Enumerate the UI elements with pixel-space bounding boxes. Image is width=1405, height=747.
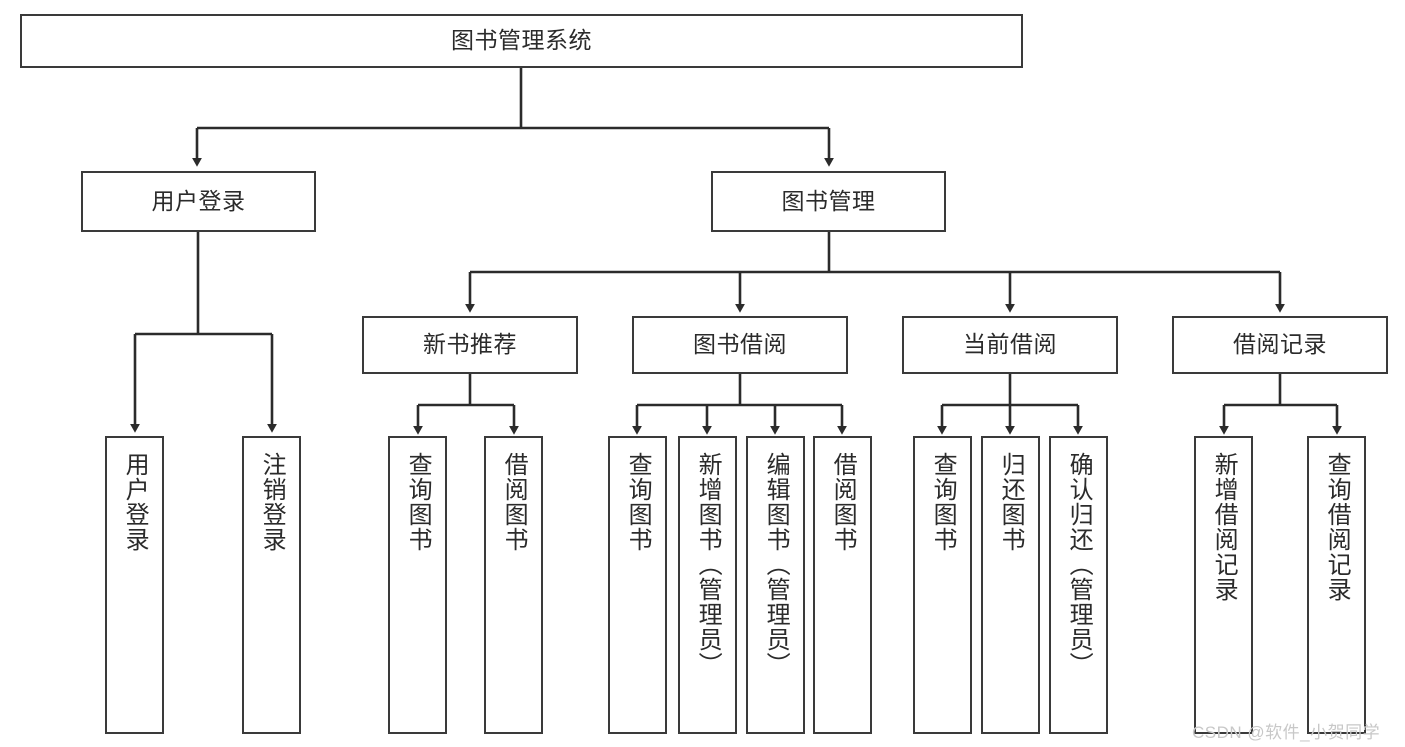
node-leaf-borrow-book-1[interactable]: 借阅图书 [484, 436, 543, 734]
node-leaf-borrow-book-2-label: 借阅图书 [829, 452, 857, 552]
node-leaf-query-book-1-label: 查询图书 [404, 452, 432, 552]
node-current-borrow[interactable]: 当前借阅 [902, 316, 1118, 374]
node-book-borrow[interactable]: 图书借阅 [632, 316, 848, 374]
node-leaf-query-book-3[interactable]: 查询图书 [913, 436, 972, 734]
node-leaf-user-login-label: 用户登录 [121, 452, 149, 552]
csdn-watermark: CSDN @软件_小贺同学 [1192, 723, 1381, 742]
node-leaf-return-book[interactable]: 归还图书 [981, 436, 1040, 734]
node-leaf-user-login[interactable]: 用户登录 [105, 436, 164, 734]
node-leaf-add-book-label: 新增图书（管理员） [694, 452, 722, 677]
node-user-login[interactable]: 用户登录 [81, 171, 316, 232]
node-borrow-record[interactable]: 借阅记录 [1172, 316, 1388, 374]
node-new-book-recommend[interactable]: 新书推荐 [362, 316, 578, 374]
node-leaf-edit-book-label: 编辑图书（管理员） [762, 452, 790, 677]
node-leaf-query-record[interactable]: 查询借阅记录 [1307, 436, 1366, 734]
node-root-system-label: 图书管理系统 [451, 27, 592, 54]
node-book-manage[interactable]: 图书管理 [711, 171, 946, 232]
node-leaf-query-book-2[interactable]: 查询图书 [608, 436, 667, 734]
node-leaf-query-book-1[interactable]: 查询图书 [388, 436, 447, 734]
node-leaf-confirm-return[interactable]: 确认归还（管理员） [1049, 436, 1108, 734]
node-leaf-add-book[interactable]: 新增图书（管理员） [678, 436, 737, 734]
node-leaf-query-book-3-label: 查询图书 [929, 452, 957, 552]
node-leaf-add-record-label: 新增借阅记录 [1210, 452, 1238, 602]
node-leaf-confirm-return-label: 确认归还（管理员） [1065, 452, 1093, 677]
node-current-borrow-label: 当前借阅 [963, 331, 1057, 358]
node-leaf-borrow-book-2[interactable]: 借阅图书 [813, 436, 872, 734]
node-user-login-label: 用户登录 [151, 187, 246, 214]
node-leaf-logout-label: 注销登录 [258, 452, 286, 552]
node-root-system[interactable]: 图书管理系统 [20, 14, 1023, 68]
node-leaf-borrow-book-1-label: 借阅图书 [500, 452, 528, 552]
node-book-borrow-label: 图书借阅 [693, 331, 787, 358]
node-leaf-add-record[interactable]: 新增借阅记录 [1194, 436, 1253, 734]
node-leaf-edit-book[interactable]: 编辑图书（管理员） [746, 436, 805, 734]
node-book-manage-label: 图书管理 [781, 187, 876, 214]
node-new-book-recommend-label: 新书推荐 [423, 331, 517, 358]
node-leaf-query-book-2-label: 查询图书 [624, 452, 652, 552]
node-leaf-logout[interactable]: 注销登录 [242, 436, 301, 734]
node-leaf-return-book-label: 归还图书 [997, 452, 1025, 552]
node-borrow-record-label: 借阅记录 [1233, 331, 1327, 358]
node-leaf-query-record-label: 查询借阅记录 [1323, 452, 1351, 602]
